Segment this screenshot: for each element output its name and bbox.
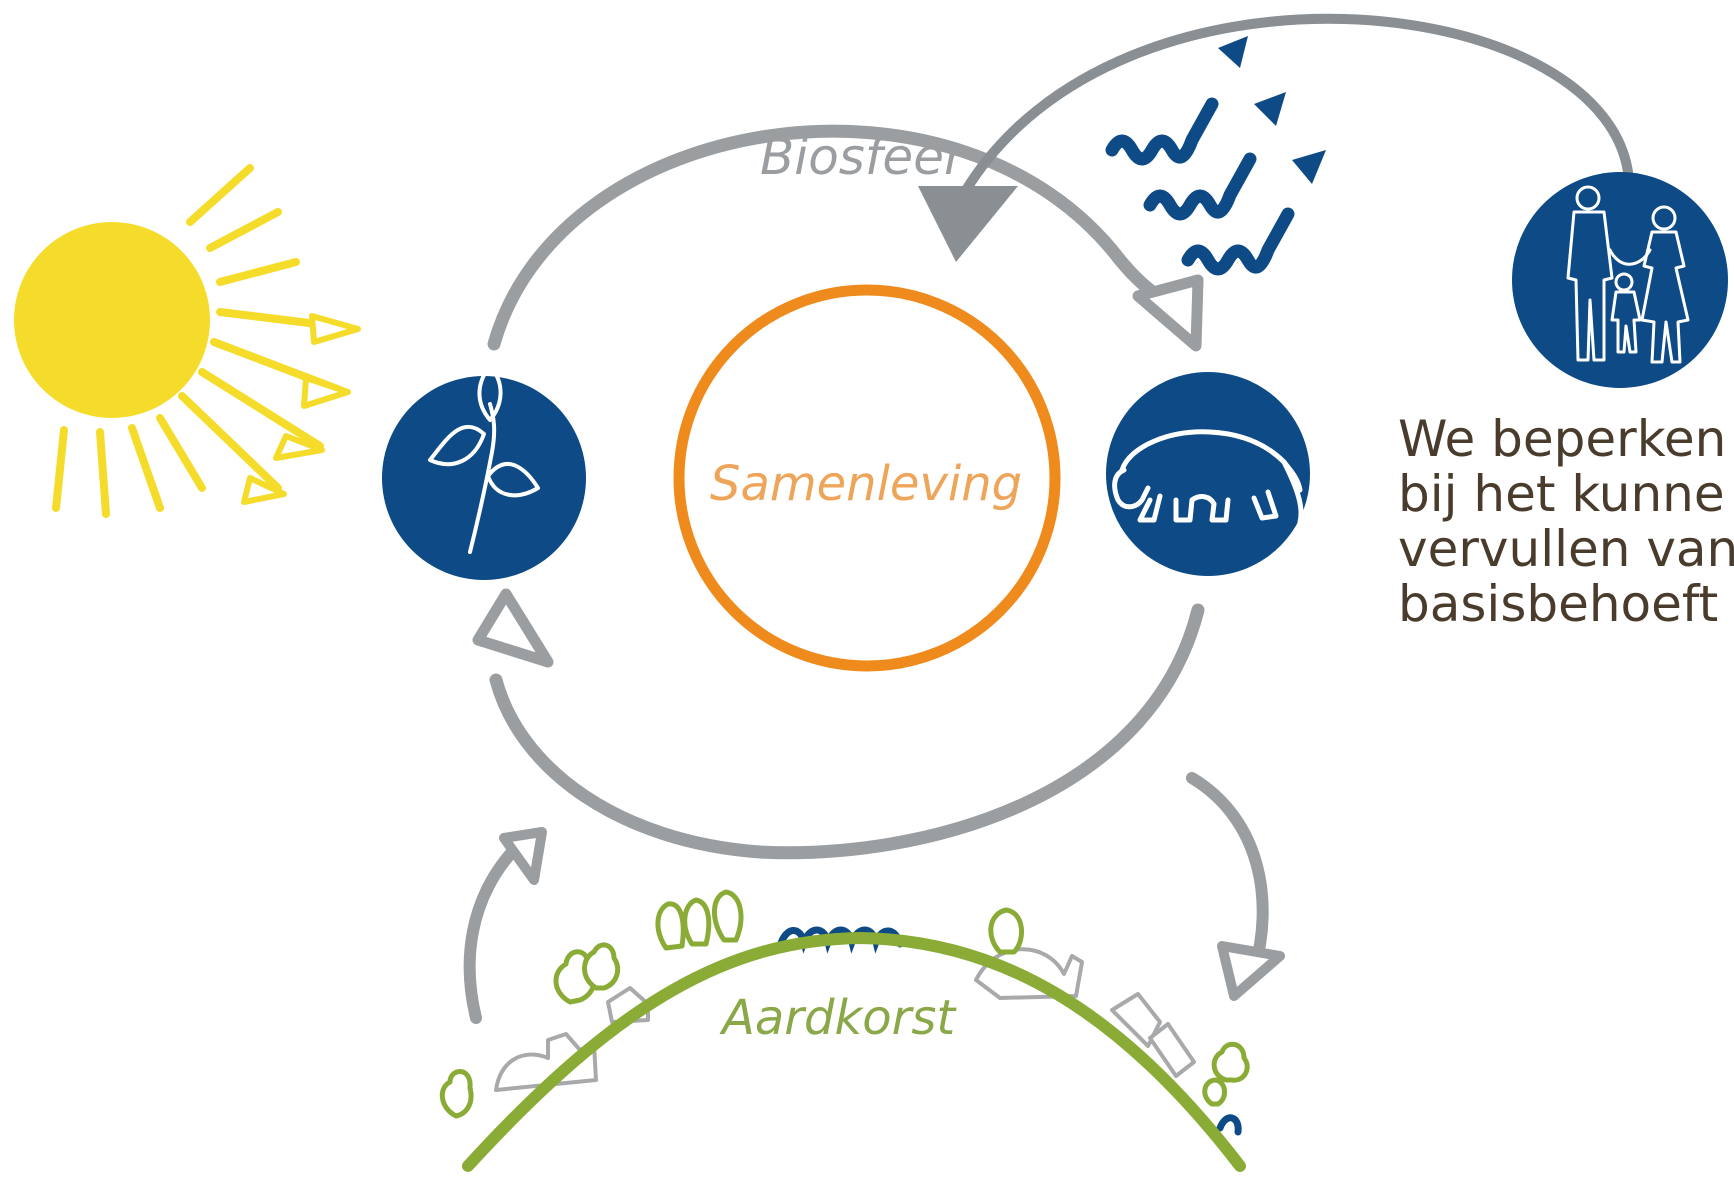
caption-text: We beperken bij het kunne vervullen van …	[1398, 412, 1734, 632]
caption-line: bij het kunne	[1398, 465, 1725, 523]
crust-up-arrow	[463, 846, 518, 1024]
crust-label: Aardkorst	[719, 990, 957, 1046]
crust-down-arrow	[1186, 772, 1269, 976]
feedback-arrow	[961, 13, 1633, 195]
feedback-arrowhead	[918, 186, 1018, 262]
plant-icon	[382, 364, 586, 580]
caption-line: We beperken	[1398, 410, 1727, 468]
earth-crust-arc	[462, 931, 1246, 1172]
biosphere-label: Biosfeer	[760, 128, 968, 186]
caption-line: basisbehoeft	[1398, 575, 1719, 633]
sun-icon	[14, 164, 361, 518]
caption-line: vervullen van	[1398, 520, 1734, 578]
family-icon	[1512, 172, 1728, 388]
crust-landscape-icon	[439, 889, 1250, 1172]
cow-icon	[1106, 372, 1310, 576]
top-arc-arrowhead	[1132, 274, 1204, 352]
heat-waves-icon	[1105, 97, 1295, 276]
society-label: Samenleving	[710, 456, 1022, 512]
bottom-arc-arrowhead	[472, 588, 554, 668]
bottom-arc	[489, 603, 1205, 860]
society-circle	[673, 284, 1061, 672]
